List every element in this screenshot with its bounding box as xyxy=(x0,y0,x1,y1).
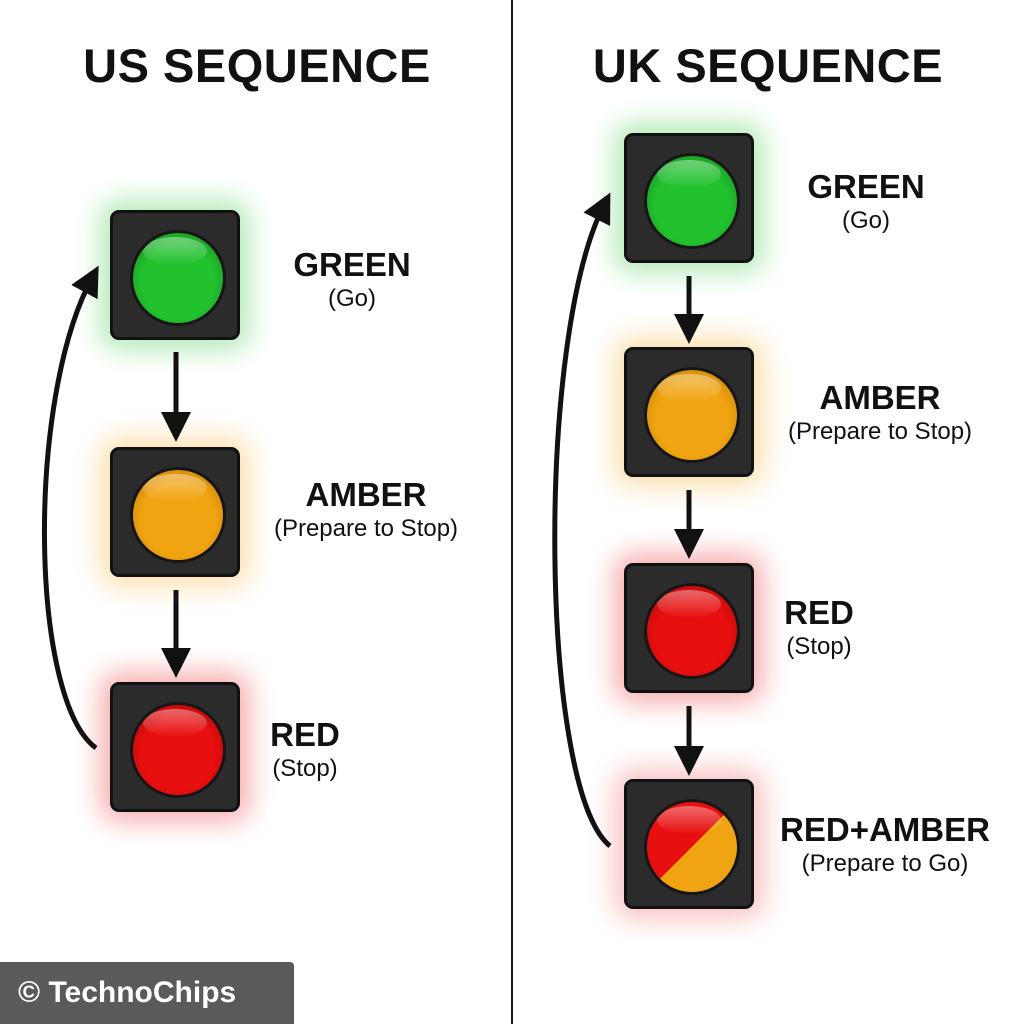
uk-green-light xyxy=(624,133,754,263)
red-lens xyxy=(130,702,226,798)
step-name: AMBER xyxy=(305,476,427,513)
uk-amber-light xyxy=(624,347,754,477)
uk-sequence-title: UK SEQUENCE xyxy=(592,39,944,92)
step-desc: (Prepare to Stop) xyxy=(273,515,459,542)
green-lens xyxy=(130,230,226,326)
us-red-label: RED (Stop) xyxy=(180,716,430,784)
us-red-light xyxy=(110,682,240,812)
uk-red-label: RED (Stop) xyxy=(694,594,944,662)
step-name: GREEN xyxy=(293,246,411,283)
step-name: RED xyxy=(270,716,340,753)
us-amber-label: AMBER (Prepare to Stop) xyxy=(241,476,491,544)
amber-lens xyxy=(644,367,740,463)
step-name: AMBER xyxy=(819,379,941,416)
us-green-light xyxy=(110,210,240,340)
uk-red-light xyxy=(624,563,754,693)
green-lens xyxy=(644,153,740,249)
step-name: RED xyxy=(784,594,854,631)
step-desc: (Stop) xyxy=(272,755,338,782)
uk-red-amber-light xyxy=(624,779,754,909)
step-desc: (Prepare to Stop) xyxy=(787,418,973,445)
us-arrow-red-to-green xyxy=(41,265,99,751)
uk-arrow-redamber-to-green xyxy=(552,192,612,848)
us-amber-light xyxy=(110,447,240,577)
uk-green-label: GREEN (Go) xyxy=(741,168,991,236)
uk-red-amber-label: RED+AMBER (Prepare to Go) xyxy=(760,811,1010,879)
uk-amber-label: AMBER (Prepare to Stop) xyxy=(755,379,1005,447)
step-name: GREEN xyxy=(807,168,925,205)
red-lens xyxy=(644,583,740,679)
amber-lens xyxy=(130,467,226,563)
step-desc: (Go) xyxy=(842,207,890,234)
step-desc: (Go) xyxy=(328,285,376,312)
us-sequence-title: US SEQUENCE xyxy=(83,39,431,92)
step-name: RED+AMBER xyxy=(780,811,990,848)
us-green-label: GREEN (Go) xyxy=(227,246,477,314)
step-desc: (Prepare to Go) xyxy=(801,850,969,877)
column-divider xyxy=(511,0,513,1024)
red-amber-lens xyxy=(644,799,740,895)
watermark: © TechnoChips xyxy=(0,962,294,1024)
step-desc: (Stop) xyxy=(786,633,852,660)
